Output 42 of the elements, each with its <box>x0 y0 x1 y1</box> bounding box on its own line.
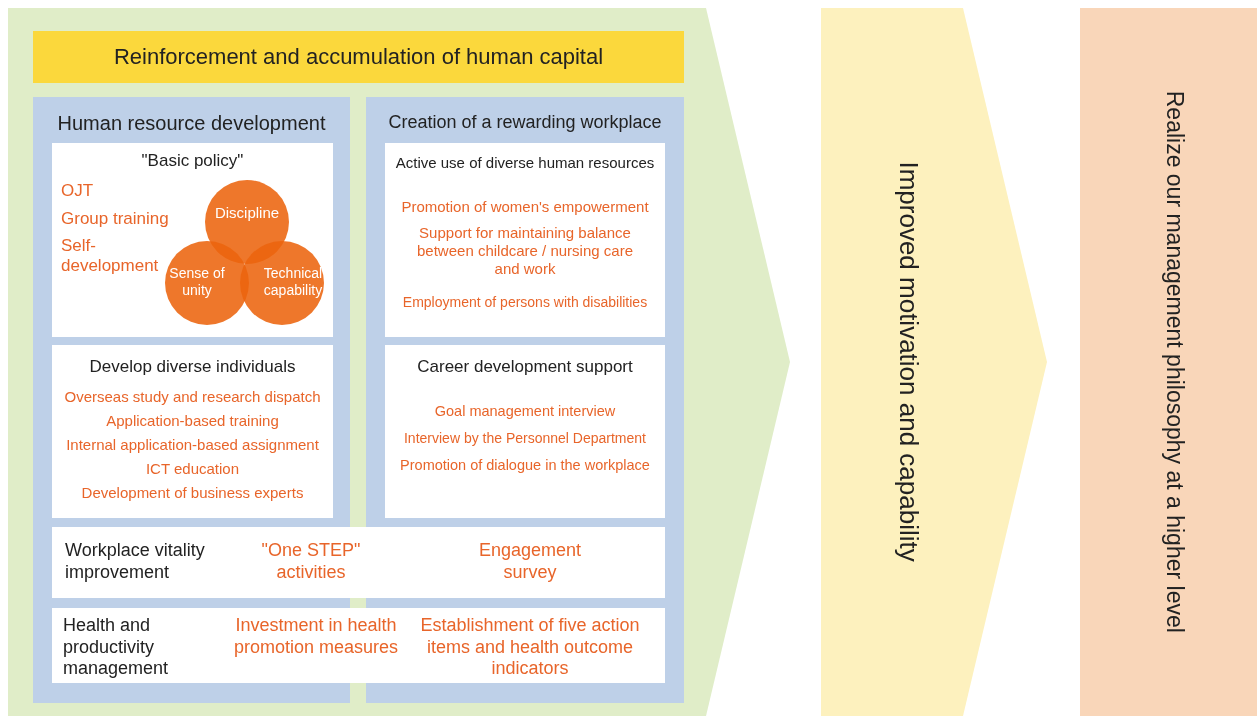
panel-title: Human resource development <box>56 111 327 135</box>
band <box>1080 8 1257 716</box>
list-item: "One STEP" activities <box>260 540 362 584</box>
list-item: Goal management interview <box>433 403 617 421</box>
content-card <box>52 143 333 337</box>
list-item: Promotion of dialogue in the workplace <box>399 457 651 475</box>
list-item: Group training <box>61 209 170 230</box>
list-item: ICT education <box>144 460 241 478</box>
circle-label: Technical capability <box>262 265 324 299</box>
chevron-band <box>8 8 790 716</box>
list-item: Employment of persons with disabilities <box>401 294 649 311</box>
circle-label: Sense of unity <box>168 265 226 299</box>
card-title: Career development support <box>416 357 634 378</box>
panel-title: Creation of a rewarding workplace <box>387 112 663 134</box>
list-item: Development of business experts <box>80 484 305 502</box>
content-card <box>52 527 665 598</box>
card-title: "Basic policy" <box>140 151 245 172</box>
content-card <box>385 143 665 337</box>
list-item: OJT <box>61 181 95 202</box>
content-card <box>52 608 665 683</box>
list-item: Self-development <box>61 236 160 277</box>
list-item: Interview by the Personnel Department <box>403 430 647 447</box>
list-item: Establishment of five action items and health outcome indicators <box>419 615 641 680</box>
list-item: Investment in health promotion measures <box>232 615 400 659</box>
band-text: Realize our management philosophy at a higher level <box>1160 89 1188 636</box>
list-item: Internal application-based assignment <box>65 436 320 454</box>
heading-text: Reinforcement and accumulation of human capital <box>112 44 605 71</box>
content-card <box>385 345 665 518</box>
list-item: Application-based training <box>105 412 280 430</box>
list-item: Engagement survey <box>477 540 583 584</box>
list-item: Overseas study and research dispatch <box>63 388 322 406</box>
row-label: Health and productivity management <box>63 615 170 680</box>
row-label: Workplace vitality improvement <box>65 540 206 584</box>
list-item: Promotion of women's empowerment <box>400 198 650 216</box>
content-card <box>52 345 333 518</box>
heading-banner <box>33 31 684 83</box>
card-title: Active use of diverse human resources <box>394 154 656 172</box>
circle-label: Discipline <box>213 204 281 222</box>
list-item: Support for maintaining balance between childcare / nursing care and work <box>416 224 634 278</box>
chevron-band <box>821 8 1047 716</box>
band-text: Improved motivation and capability <box>892 160 924 565</box>
card-title: Develop diverse individuals <box>88 357 297 378</box>
